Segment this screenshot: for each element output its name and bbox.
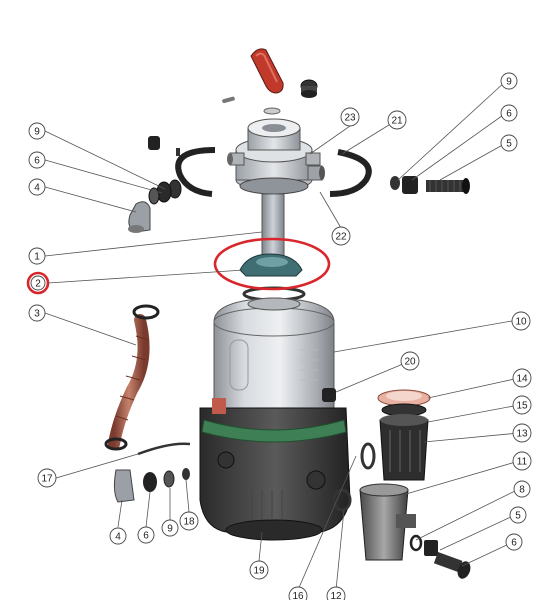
callout-label: 2 [35,279,41,290]
callout-label: 1 [34,252,40,263]
callout-bubble [109,527,127,545]
small-pin [222,96,235,104]
parts-artwork [104,48,471,579]
callout-bubble [28,151,46,169]
callout-bubble [340,107,360,127]
callout-bubble [179,511,199,531]
callout-bubble [512,368,532,388]
callout-bubble [509,506,527,524]
bottom-right-union [409,534,471,579]
callout-bubble [326,586,346,600]
callout-label: 21 [391,116,403,127]
callout-bubble [500,72,518,90]
left-elbow [128,201,151,233]
callout-bubble [161,519,179,537]
clamp-ring [175,147,372,197]
right-union [390,176,470,194]
callout-bubble [249,560,269,580]
valve-handle [250,48,284,94]
callout-label: 6 [511,538,517,549]
callout-label: 11 [517,457,528,468]
power-cable [137,442,191,456]
callout-bubble [500,104,518,122]
callout-bubble [513,480,531,498]
callout-label: 17 [41,474,53,485]
callout-label: 19 [253,566,265,577]
pump-pot [332,483,416,561]
bottom-left-fittings [113,468,190,503]
callout-label: 22 [335,232,347,243]
flexible-hose [104,304,160,451]
callout-label: 6 [506,109,512,120]
callout-bubble [137,526,155,544]
strainer-basket [360,414,429,481]
callout-label: 15 [516,401,528,412]
callout-label: 4 [115,532,121,543]
callout-bubble [400,351,420,371]
callout-label: 3 [34,309,40,320]
small-washer [263,107,281,115]
callout-label: 13 [516,429,528,440]
callout-label: 18 [183,517,195,528]
callout-bubble [30,275,46,291]
callout-label: 9 [167,524,173,535]
drain-plug [322,388,336,402]
valve-knob [300,79,318,98]
highlight-ring-part [213,237,331,291]
callout-bubble [505,533,523,551]
stand-pipe [261,193,285,259]
callout-label: 12 [330,591,342,600]
callout-label: 8 [519,485,525,496]
callout-label: 20 [404,357,416,368]
lateral-hub [239,253,303,277]
callouts: 9 6 4 1 2 3 17 4 6 9 18 19 16 12 23 21 2 [28,72,532,600]
callout-label: 5 [515,511,521,522]
filter-tank [213,297,335,409]
callout-bubble [28,178,46,196]
callout-bubble [511,311,531,331]
callout-bubble [28,122,46,140]
callout-bubble [331,226,351,246]
callout-bubble [500,134,518,152]
strainer-lid [377,389,431,417]
callout-label: 14 [516,374,528,385]
callout-bubble [512,423,532,443]
callout-label: 4 [34,183,40,194]
callout-label: 10 [515,317,527,328]
callout-label: 9 [34,127,40,138]
pump-base [199,398,351,541]
small-fittings-left [148,136,180,156]
callout-bubble [288,586,308,600]
callout-bubble [28,304,46,322]
callout-label: 6 [143,531,149,542]
callout-bubble [512,451,532,471]
callout-label: 6 [34,156,40,167]
multiport-valve [227,118,325,195]
callout-bubble [37,468,57,488]
callout-bubble [512,395,532,415]
callout-label: 23 [344,113,356,124]
callout-label: 16 [292,591,304,600]
callout-label: 5 [506,139,512,150]
callout-bubble [387,110,407,130]
callout-bubble [28,247,46,265]
callout-label: 9 [506,77,512,88]
